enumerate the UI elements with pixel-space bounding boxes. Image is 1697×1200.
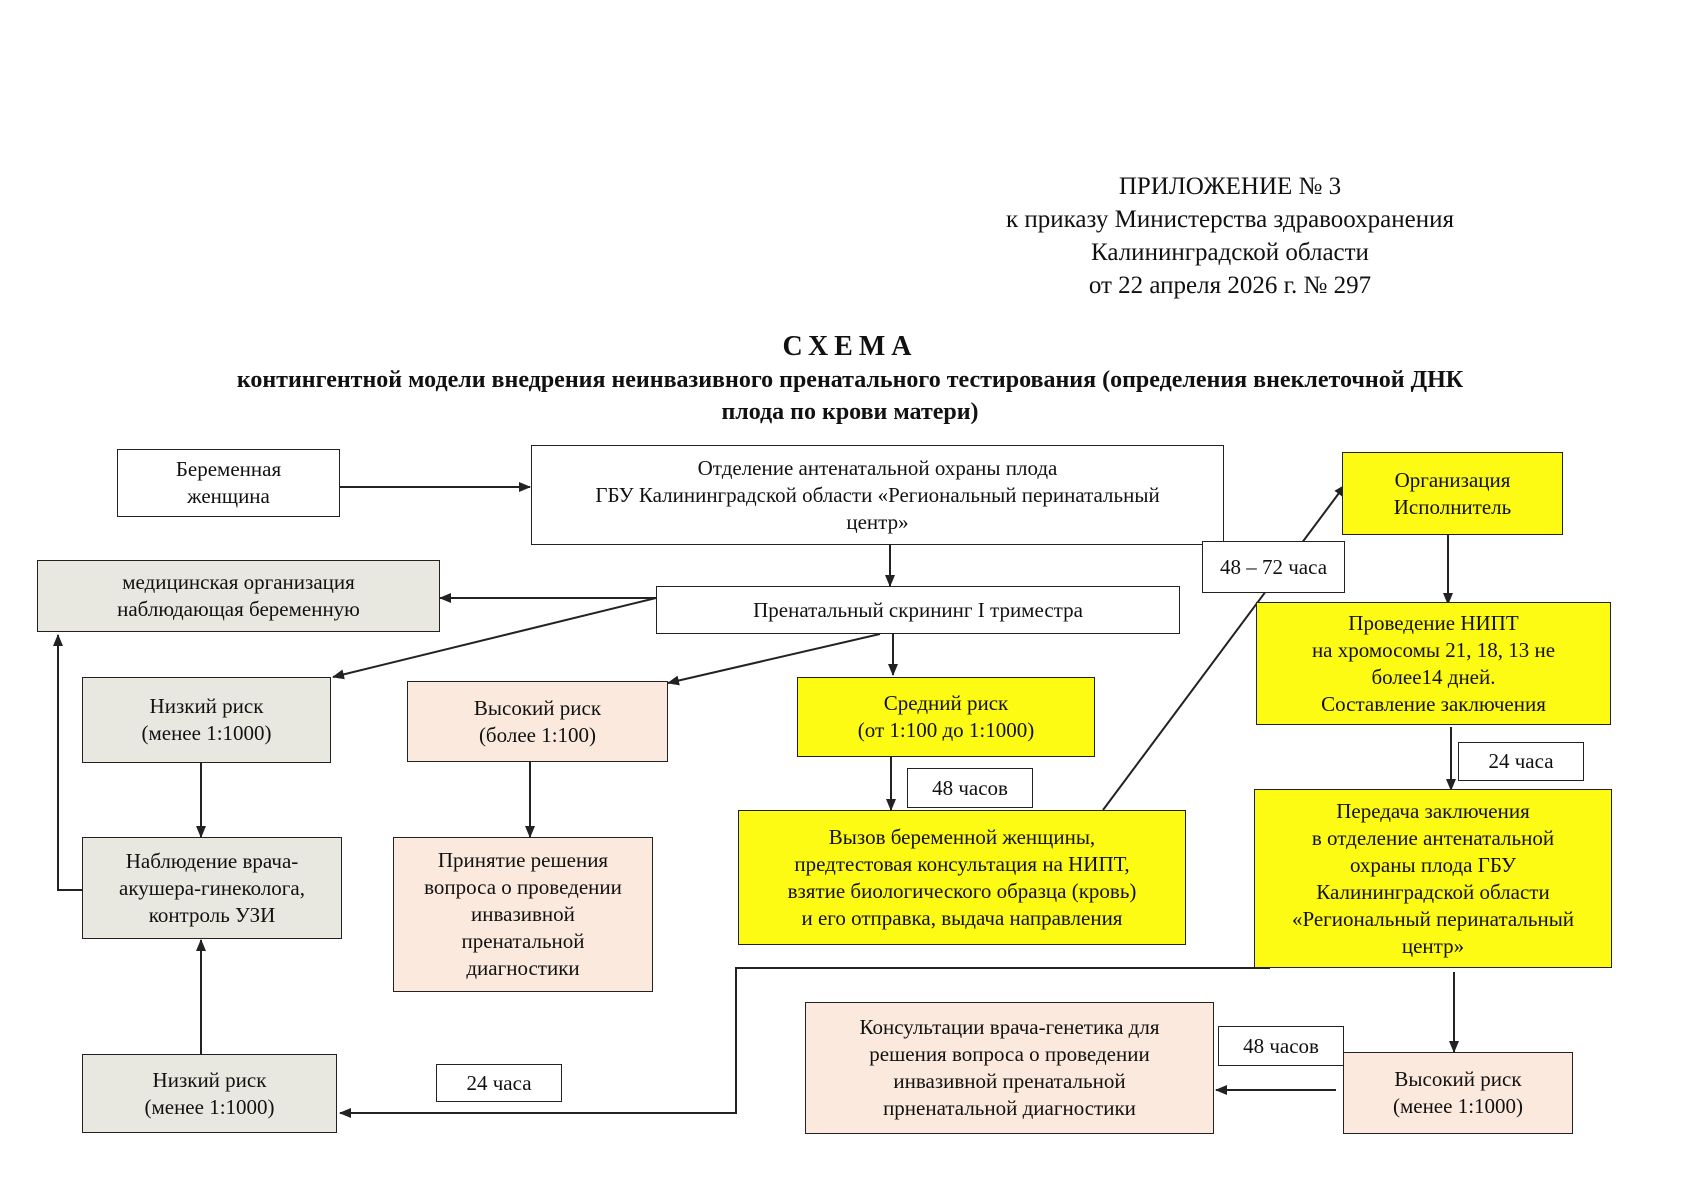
arrow-observation-to-medorg xyxy=(53,634,82,891)
scheme-title-main: СХЕМА xyxy=(782,331,918,362)
node-antenatal-department: Отделение антенатальной охраны плода ГБУ… xyxy=(531,445,1224,545)
scheme-title-subtitle-2: плода по крови матери) xyxy=(721,399,979,425)
time-label-24-hours-a: 24 часа xyxy=(1458,742,1584,781)
scheme-title: СХЕМА контингентной модели внедрения неи… xyxy=(100,330,1600,428)
node-prenatal-screening: Пренатальный скрининг I триместра xyxy=(656,586,1180,634)
node-medical-organization: медицинская организация наблюдающая бере… xyxy=(37,560,440,632)
node-transfer-conclusion: Передача заключения в отделение антената… xyxy=(1254,789,1612,968)
appendix-region: Калининградской области xyxy=(1091,239,1369,266)
node-genetic-consultation: Консультации врача-генетика для решения … xyxy=(805,1002,1214,1134)
node-medium-risk: Средний риск (от 1:100 до 1:1000) xyxy=(797,677,1095,757)
node-high-risk-1: Высокий риск (более 1:100) xyxy=(407,681,668,762)
appendix-order-ref: к приказу Министерства здравоохранения xyxy=(1005,206,1455,233)
arrow-transfer-to-lowrisk2 xyxy=(339,967,1270,1118)
appendix-number: ПРИЛОЖЕНИЕ № 3 xyxy=(1118,173,1342,200)
time-label-48-hours-b: 48 часов xyxy=(1218,1026,1344,1066)
appendix-header: ПРИЛОЖЕНИЕ № 3 к приказу Министерства зд… xyxy=(980,170,1480,302)
node-nipt: Проведение НИПТ на хромосомы 21, 18, 13 … xyxy=(1256,602,1611,725)
time-label-24-hours-b: 24 часа xyxy=(436,1064,562,1102)
time-label-48-72: 48 – 72 часа xyxy=(1202,541,1345,593)
node-pregnant-woman: Беременная женщина xyxy=(117,449,340,517)
node-observation: Наблюдение врача- акушера-гинеколога, ко… xyxy=(82,837,342,939)
node-low-risk-2: Низкий риск (менее 1:1000) xyxy=(82,1054,337,1133)
node-organization-executor: Организация Исполнитель xyxy=(1342,452,1563,535)
node-invasive-decision: Принятие решения вопроса о проведении ин… xyxy=(393,837,653,992)
node-low-risk-1: Низкий риск (менее 1:1000) xyxy=(82,677,331,763)
arrow-screening-to-highrisk xyxy=(667,633,881,686)
appendix-date: от 22 апреля 2026 г. № 297 xyxy=(1088,272,1372,299)
node-call-pregnant: Вызов беременной женщины, предтестовая к… xyxy=(738,810,1186,945)
arrow-call-to-executor xyxy=(1102,484,1346,811)
time-label-48-hours-a: 48 часов xyxy=(907,768,1033,808)
arrow-screening-to-lowrisk xyxy=(332,597,657,680)
scheme-title-subtitle-1: контингентной модели внедрения неинвазив… xyxy=(236,367,1464,393)
node-high-risk-2: Высокий риск (менее 1:1000) xyxy=(1343,1052,1573,1134)
